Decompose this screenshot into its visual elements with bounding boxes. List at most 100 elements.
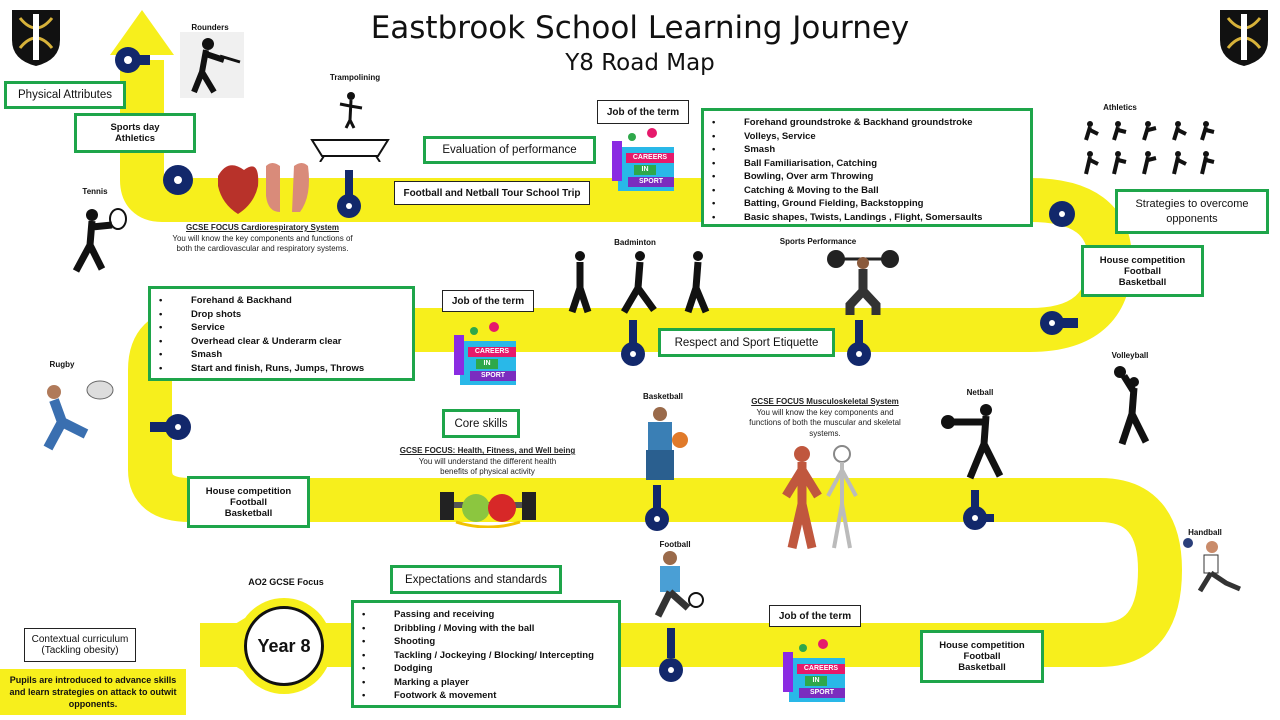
house-line1: House competition [1099,254,1186,266]
core-skills-box: Core skills [442,409,520,438]
school-crest-right [1218,8,1270,68]
badminton-label: Badminton [614,238,656,247]
list-item: Passing and receiving [362,608,618,622]
job-of-term-box-2: Job of the term [442,290,534,312]
ao2-label: AO2 GCSE Focus [248,577,324,587]
gcse-cardio-note: GCSE FOCUS Cardiorespiratory System You … [165,223,360,255]
sports-day-line2: Athletics [114,133,156,144]
school-crest-left [10,8,62,68]
pin-icon [163,165,193,195]
gcse-musculo-text: You will know the key components and fun… [749,407,901,438]
careers-line1: CAREERS [803,665,839,672]
job-label: Job of the term [606,106,680,118]
pin-icon [645,485,669,531]
list-item: Marking a player [362,676,618,690]
basketball-label: Basketball [642,392,684,401]
list-item: Drop shots [159,308,412,322]
tour-label: Football and Netball Tour School Trip [403,187,581,199]
rounders-label: Rounders [191,23,229,32]
heart-lungs-icon [218,163,309,214]
page-title: Eastbrook School Learning Journey [370,10,910,46]
strategies-label: Strategies to overcome opponents [1135,197,1249,225]
careers-line3: SPORT [638,178,664,185]
trampolining-label: Trampolining [329,73,381,82]
top-skills-list: Forehand groundstroke & Backhand grounds… [701,108,1033,227]
middle-skills-list: Forehand & BackhandDrop shotsServiceOver… [148,286,415,381]
pin-icon [1049,201,1075,227]
rugby-player-icon [43,380,114,451]
house-line3: Basketball [958,662,1006,673]
list-item: Smash [159,348,412,362]
respect-label: Respect and Sport Etiquette [674,336,819,349]
health-fitness-icon [440,492,536,528]
list-item: Overhead clear & Underarm clear [159,335,412,349]
trampolining-icon [310,92,390,162]
handball-label: Handball [1188,528,1222,537]
list-item: Service [159,321,412,335]
gcse-health-text: You will understand the different health… [418,456,557,477]
core-skills-label: Core skills [454,417,508,430]
job-of-term-box-3: Job of the term [769,605,861,627]
athletics-label: Athletics [1103,103,1137,112]
careers-line1: CAREERS [474,348,510,355]
musculoskeletal-icon [782,445,858,549]
pupils-note: Pupils are introduced to advance skills … [0,669,186,715]
contextual-curriculum-box: Contextual curriculum (Tackling obesity) [24,628,136,662]
tour-box: Football and Netball Tour School Trip [394,181,590,205]
gcse-musculo-title: GCSE FOCUS Musculoskeletal System [751,397,899,406]
athletics-icons [1084,121,1215,175]
house-competition-box-1: House competition Football Basketball [1081,245,1204,297]
sports-day-box: Sports day Athletics [74,113,196,153]
careers-line3: SPORT [480,372,506,379]
gcse-health-title: GCSE FOCUS: Health, Fitness, and Well be… [399,446,576,455]
house-line1: House competition [939,640,1025,651]
physical-attributes-label: Physical Attributes [18,89,112,101]
tennis-label: Tennis [82,187,108,196]
page-subtitle: Y8 Road Map [565,50,715,76]
careers-in-sport-badge-2: CAREERS IN SPORT [454,321,518,387]
tennis-player-icon [72,208,127,273]
list-item: Ball Familiarisation, Catching [712,157,1030,171]
evaluation-box: Evaluation of performance [423,136,596,164]
respect-box: Respect and Sport Etiquette [658,328,835,357]
football-player-icon [654,551,704,618]
contextual-line2: (Tackling obesity) [41,645,119,656]
pin-icon [963,490,994,530]
house-competition-box-3: House competition Football Basketball [920,630,1044,683]
list-item: Forehand & Backhand [159,294,412,308]
basketball-player-icon [646,407,688,480]
list-item: Dribbling / Moving with the ball [362,622,618,636]
evaluation-label: Evaluation of performance [442,144,577,156]
year-badge: Year 8 [236,598,332,694]
list-item: Tackling / Jockeying / Blocking/ Interce… [362,649,618,663]
netball-player-icon [941,404,1004,480]
careers-line2: IN [812,677,820,684]
bottom-skills-list: Passing and receivingDribbling / Moving … [351,600,621,708]
handball-player-icon [1183,538,1241,593]
year-badge-label: Year 8 [257,635,311,656]
house-line3: Basketball [1118,276,1167,288]
careers-in-sport-badge-1: CAREERS IN SPORT [612,127,676,193]
football-label: Football [659,540,691,549]
list-item: Shooting [362,635,618,649]
list-item: Footwork & movement [362,689,618,703]
contextual-line1: Contextual curriculum [31,634,129,645]
pin-icon [115,47,150,73]
pin-icon [1040,311,1078,335]
rounders-player-icon [180,32,244,98]
house-line3: Basketball [224,507,273,519]
rugby-label: Rugby [49,360,75,369]
sports-performance-label: Sports Performance [779,237,857,246]
careers-line3: SPORT [809,689,835,696]
house-line2: Football [230,496,267,508]
job-label: Job of the term [778,610,852,622]
list-item: Dodging [362,662,618,676]
list-item: Start and finish, Runs, Jumps, Throws [159,362,412,376]
sports-day-line1: Sports day [110,122,160,133]
gcse-cardio-title: GCSE FOCUS Cardiorespiratory System [186,223,339,232]
strategies-box: Strategies to overcome opponents [1115,189,1269,234]
house-line1: House competition [205,485,292,497]
house-competition-box-2: House competition Football Basketball [187,476,310,528]
sports-performance-icon [827,250,899,315]
careers-line2: IN [641,166,649,173]
